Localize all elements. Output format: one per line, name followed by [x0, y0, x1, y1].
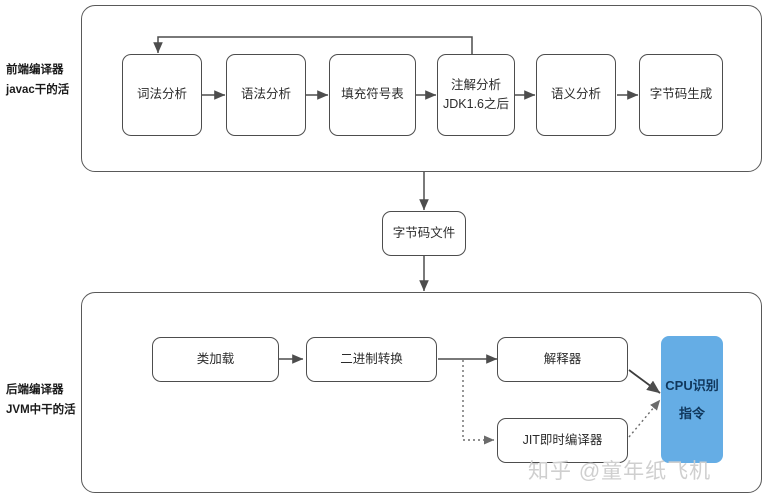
frontend-group-frame — [81, 5, 762, 172]
node-binary-conversion[interactable]: 二进制转换 — [306, 337, 437, 382]
node-bytecode-file-label: 字节码文件 — [392, 225, 456, 240]
node-annotation-analysis[interactable]: 注解分析 JDK1.6之后 — [437, 54, 515, 136]
node-cpu-instructions-sublabel: 指令 — [678, 405, 705, 421]
jit-branch-dotted-arrow — [462, 360, 495, 445]
node-syntax-analysis-label: 语法分析 — [240, 87, 291, 102]
backend-group-label-line2: JVM中干的活 — [6, 404, 76, 417]
node-bytecode-generation-label: 字节码生成 — [649, 87, 713, 102]
backend-group-frame — [81, 292, 762, 493]
node-jit-compiler[interactable]: JIT即时编译器 — [497, 418, 628, 463]
node-annotation-analysis-sublabel: JDK1.6之后 — [443, 97, 509, 111]
node-syntax-analysis[interactable]: 语法分析 — [226, 54, 306, 136]
node-class-loading-label: 类加载 — [196, 351, 235, 366]
backend-group-label-line1: 后端编译器 — [6, 384, 64, 396]
node-lexical-analysis-label: 词法分析 — [136, 87, 187, 102]
node-bytecode-generation[interactable]: 字节码生成 — [639, 54, 723, 136]
node-fill-symbol-table[interactable]: 填充符号表 — [329, 54, 416, 136]
node-class-loading[interactable]: 类加载 — [152, 337, 279, 382]
jit-to-cpu-arrow — [628, 399, 661, 438]
node-binary-conversion-label: 二进制转换 — [340, 351, 403, 366]
backend-group-label: 后端编译器 JVM中干的活 — [6, 380, 76, 420]
node-jit-compiler-label: JIT即时编译器 — [522, 432, 603, 447]
node-semantic-analysis[interactable]: 语义分析 — [536, 54, 616, 136]
node-annotation-analysis-label: 注解分析 — [450, 77, 501, 92]
node-interpreter[interactable]: 解释器 — [497, 337, 628, 382]
node-bytecode-file[interactable]: 字节码文件 — [382, 211, 466, 256]
node-semantic-analysis-label: 语义分析 — [550, 87, 601, 102]
node-lexical-analysis[interactable]: 词法分析 — [122, 54, 202, 136]
node-fill-symbol-table-label: 填充符号表 — [341, 87, 404, 102]
frontend-group-label: 前端编译器 javac干的活 — [6, 60, 69, 100]
node-cpu-instructions-label: CPU识别 — [665, 378, 719, 394]
frontend-group-label-line1: 前端编译器 — [6, 64, 64, 76]
node-interpreter-label: 解释器 — [543, 351, 582, 366]
node-cpu-instructions[interactable]: CPU识别 指令 — [661, 336, 723, 463]
frontend-group-label-line2: javac干的活 — [6, 84, 70, 97]
interpreter-to-cpu-arrow — [628, 369, 661, 394]
feedback-loop-arrow — [153, 36, 473, 57]
